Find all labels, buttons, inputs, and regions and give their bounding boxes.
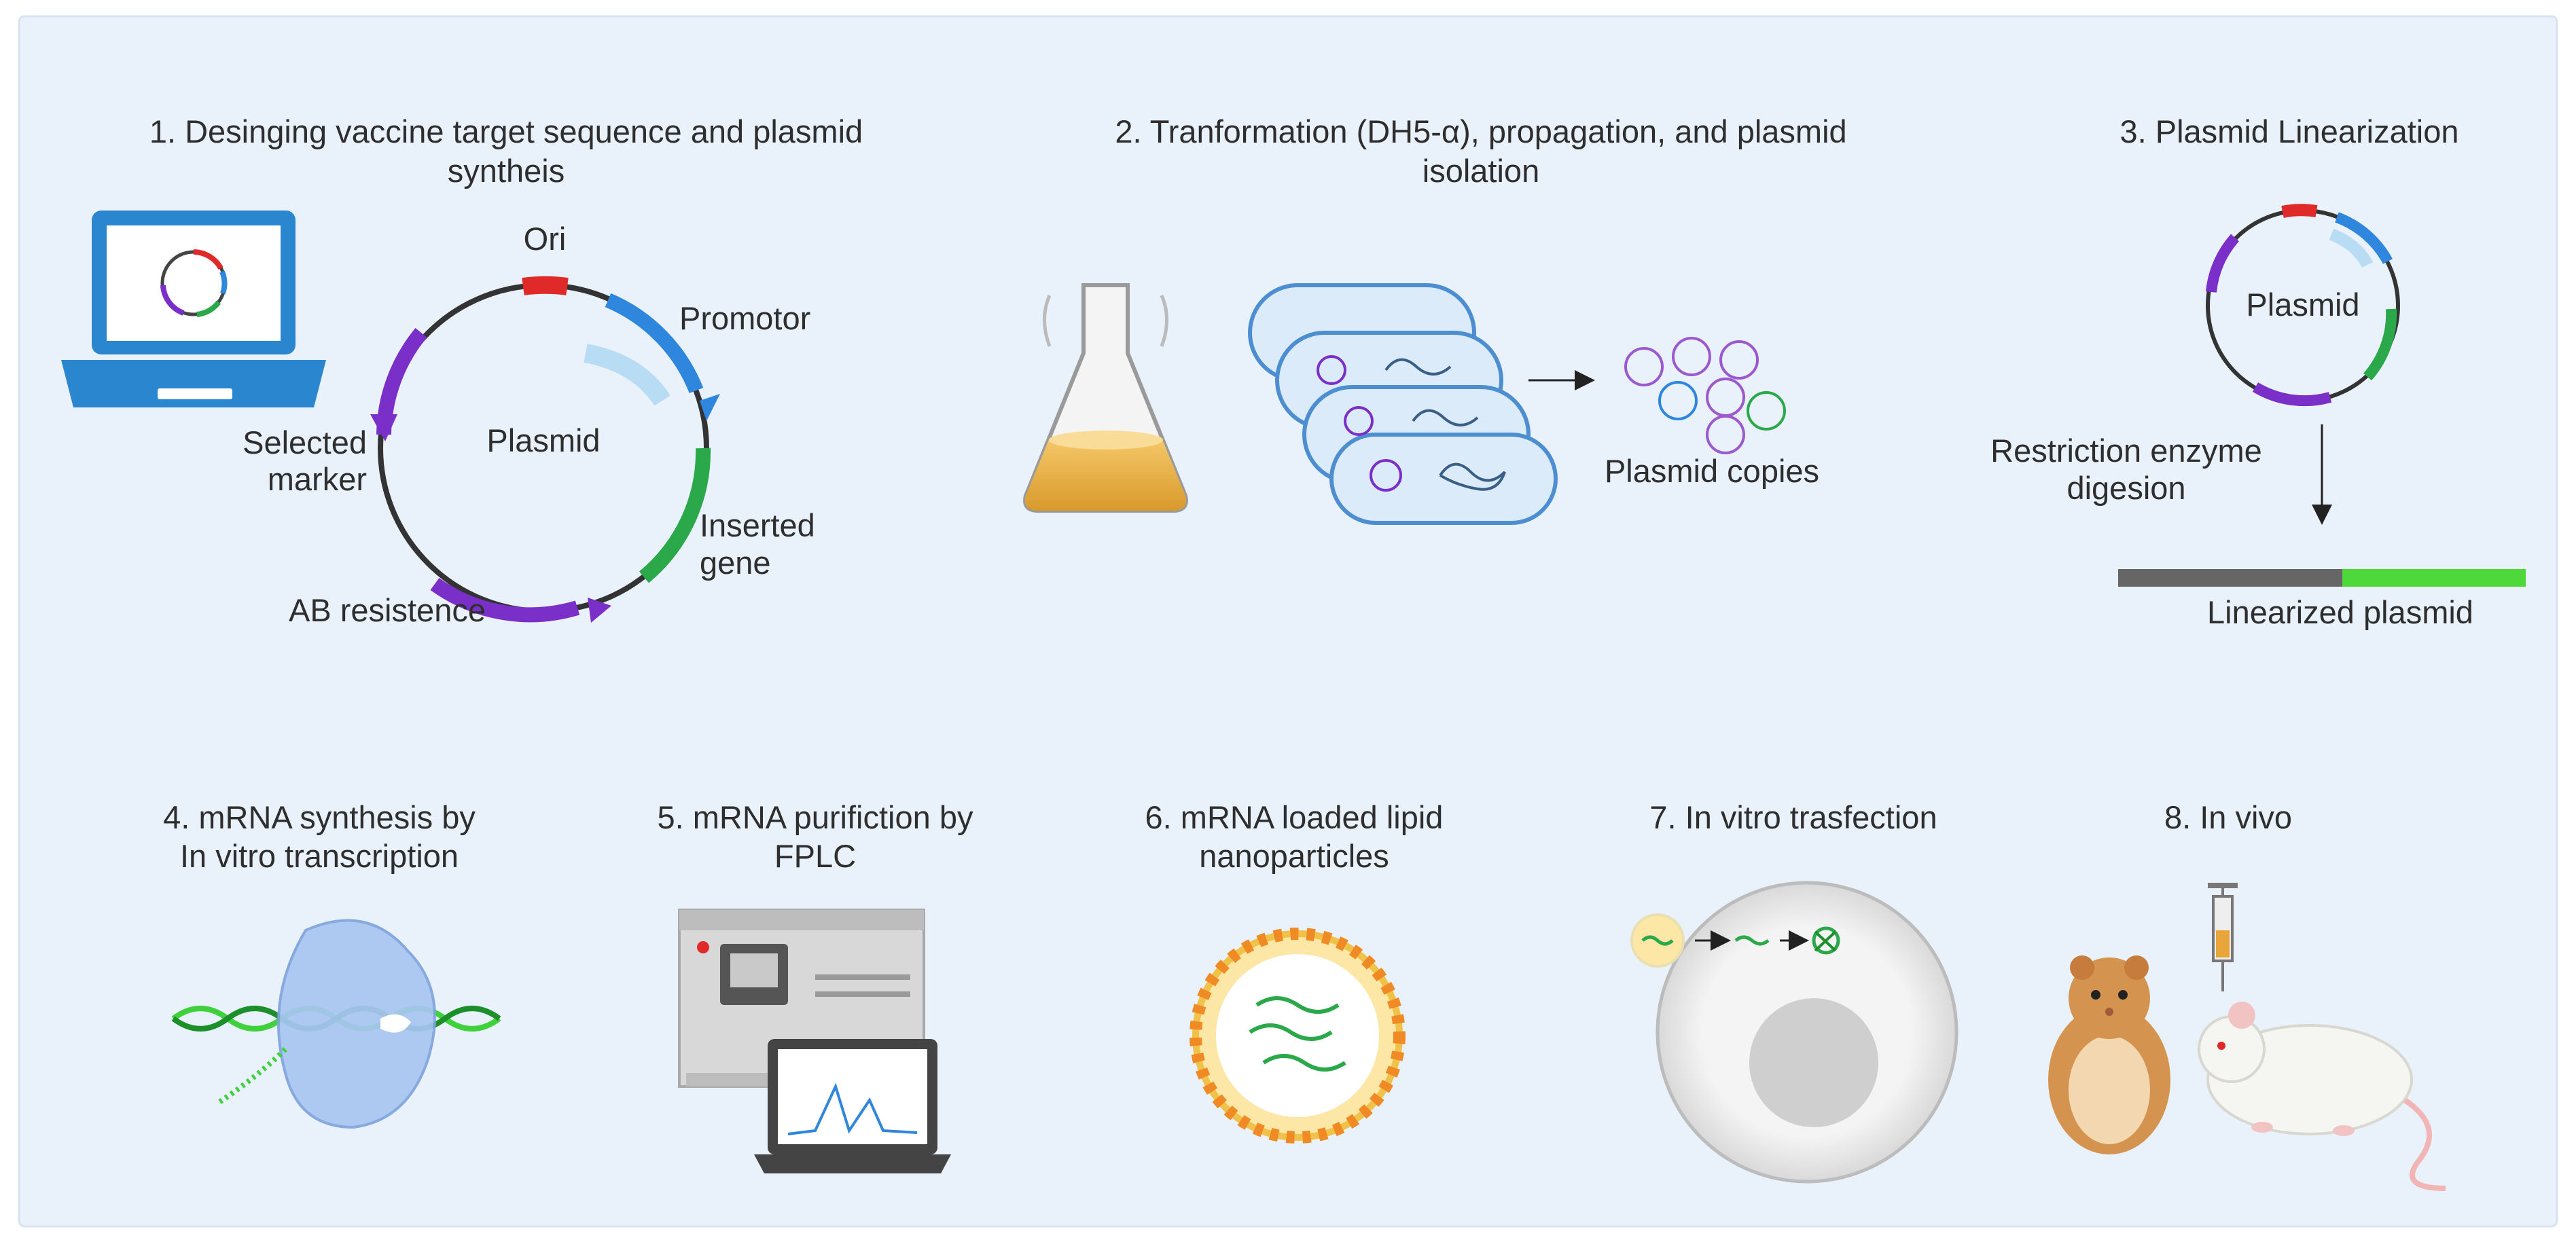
selected-marker-label: Selected <box>243 424 367 460</box>
restriction-enzyme-label: Restriction enzyme <box>1990 433 2262 469</box>
linearized-gray-segment <box>2118 569 2342 587</box>
step-3-title: 3. Plasmid Linearization <box>2120 113 2459 149</box>
plasmid-copies-label: Plasmid copies <box>1605 453 1819 489</box>
hamster-icon <box>2048 955 2170 1154</box>
ori-label: Ori <box>524 221 567 257</box>
linearized-plasmid-label: Linearized plasmid <box>2207 594 2473 630</box>
flask-icon <box>1023 283 1188 513</box>
bacteria-cells <box>1248 283 1558 525</box>
selected-marker-label-line2: marker <box>268 461 367 497</box>
inserted-gene-label: Inserted <box>700 507 815 543</box>
step-4-title-line2: In vitro transcription <box>180 838 459 874</box>
step-1: 1. Desinging vaccine target sequence and… <box>61 113 863 628</box>
ab-resistance-label: AB resistence <box>289 592 486 628</box>
step-2: 2. Tranformation (DH5-α), propagation, a… <box>1023 113 1847 525</box>
step-7-title: 7. In vitro trasfection <box>1649 799 1937 835</box>
step-8-title: 8. In vivo <box>2164 799 2292 835</box>
step-1-title-line2: syntheis <box>448 153 565 189</box>
step-5-title-line2: FPLC <box>774 838 856 874</box>
plasmid-center-label: Plasmid <box>486 422 600 458</box>
step-5-title: 5. mRNA purifiction by <box>658 799 973 835</box>
step-4-title: 4. mRNA synthesis by <box>163 799 476 835</box>
step-2-title-line2: isolation <box>1423 153 1539 189</box>
step-3: 3. Plasmid Linearization Plasmid Restric… <box>1990 113 2526 630</box>
mouse-icon <box>2198 1002 2446 1191</box>
step-6-title: 6. mRNA loaded lipid <box>1145 799 1444 835</box>
step-6: 6. mRNA loaded lipid nanoparticles <box>1145 799 1444 1144</box>
step-7: 7. In vitro trasfection <box>1630 799 1958 1184</box>
plasmid-map: Plasmid Ori Promotor Selected marker Ins… <box>243 221 815 628</box>
linearized-green-segment <box>2342 569 2526 587</box>
cell-transfection-icon <box>1630 881 1958 1184</box>
step-1-title: 1. Desinging vaccine target sequence and… <box>149 113 863 149</box>
restriction-enzyme-label-line2: digesion <box>2067 470 2185 506</box>
inserted-gene-label-line2: gene <box>700 545 771 581</box>
lipid-nanoparticle-icon <box>1189 928 1406 1144</box>
step-4: 4. mRNA synthesis by In vitro transcript… <box>163 799 501 1129</box>
plasmid-copies-icon <box>1624 337 1786 454</box>
small-plasmid-icon: Plasmid <box>2206 204 2400 407</box>
background-panel <box>18 15 2558 1228</box>
step-6-title-line2: nanoparticles <box>1199 838 1389 874</box>
step-8: 8. In vivo <box>2048 799 2446 1191</box>
step-5: 5. mRNA purifiction by FPLC <box>658 799 973 1173</box>
syringe-icon <box>2208 883 2238 991</box>
step-2-title: 2. Tranformation (DH5-α), propagation, a… <box>1115 113 1846 149</box>
laptop-icon <box>61 211 326 407</box>
linearization-plasmid-label: Plasmid <box>2246 287 2359 323</box>
promotor-label: Promotor <box>679 300 810 336</box>
chromatogram-laptop-icon <box>754 1039 951 1173</box>
rna-polymerase-icon <box>171 919 501 1129</box>
